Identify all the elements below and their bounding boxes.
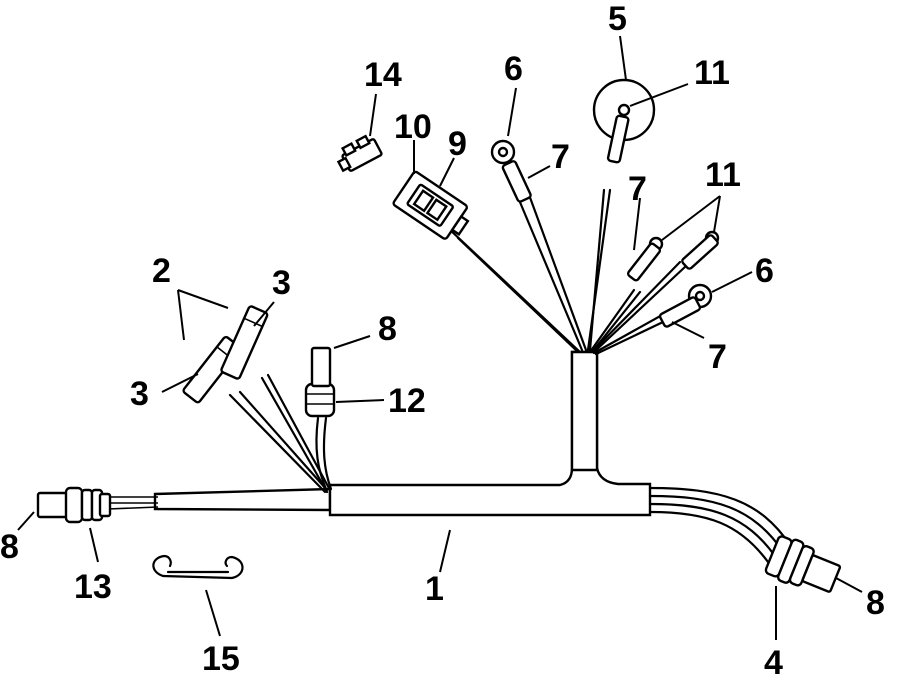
- callout-8-center: 8: [378, 310, 397, 348]
- callout-9: 9: [448, 125, 467, 163]
- small-clip: [336, 134, 383, 173]
- left-grommet-ring: [80, 488, 94, 522]
- callout-6-top: 6: [504, 50, 523, 88]
- left-grommet: [64, 486, 84, 524]
- callout-8-left: 8: [0, 528, 19, 566]
- leader-lines: [17, 35, 863, 640]
- left-connector: [36, 486, 112, 524]
- callout-7-top: 7: [551, 138, 570, 176]
- bullet-terminal-1: [626, 236, 664, 282]
- right-connector: [764, 535, 842, 593]
- upper-branch-wires: [446, 188, 688, 356]
- callout-12: 12: [388, 382, 426, 420]
- callout-7-middle: 7: [628, 170, 647, 208]
- hose-clip: [152, 554, 244, 580]
- plug-connector: [392, 170, 470, 240]
- ring-terminal-right: [658, 283, 713, 328]
- callout-11-right: 11: [705, 156, 741, 194]
- callout-3-upper: 3: [272, 264, 291, 302]
- callout-6-right: 6: [755, 252, 774, 290]
- left-connector-body: [98, 492, 112, 518]
- callout-15: 15: [202, 640, 240, 678]
- callout-2: 2: [152, 252, 171, 290]
- callout-4: 4: [764, 644, 783, 682]
- left-wires: [107, 496, 159, 510]
- harness-branch-section: [570, 350, 599, 472]
- harness-left-section: [153, 487, 332, 512]
- disc-terminal: [592, 78, 656, 164]
- callout-7-lower: 7: [708, 338, 727, 376]
- main-harness-trunk: [153, 350, 652, 517]
- callout-8-right: 8: [866, 584, 885, 622]
- right-plug-tip: [801, 554, 842, 593]
- callout-10: 10: [394, 108, 432, 146]
- callout-1: 1: [425, 570, 444, 608]
- callout-5: 5: [608, 0, 627, 38]
- callout-13: 13: [74, 568, 112, 606]
- left-plug-tip: [36, 491, 70, 519]
- center-connector: [304, 346, 336, 418]
- callout-11-top: 11: [694, 54, 730, 92]
- harness-main-body: [328, 350, 652, 517]
- bullet-terminal-2: [681, 230, 720, 270]
- center-plug-tip: [310, 346, 332, 388]
- callout-14: 14: [364, 56, 402, 94]
- right-cable: [648, 486, 792, 564]
- ring-terminal-top: [490, 139, 532, 203]
- left-branch-wires: [228, 373, 333, 494]
- center-grommet: [304, 382, 336, 418]
- callout-3-lower: 3: [130, 375, 149, 413]
